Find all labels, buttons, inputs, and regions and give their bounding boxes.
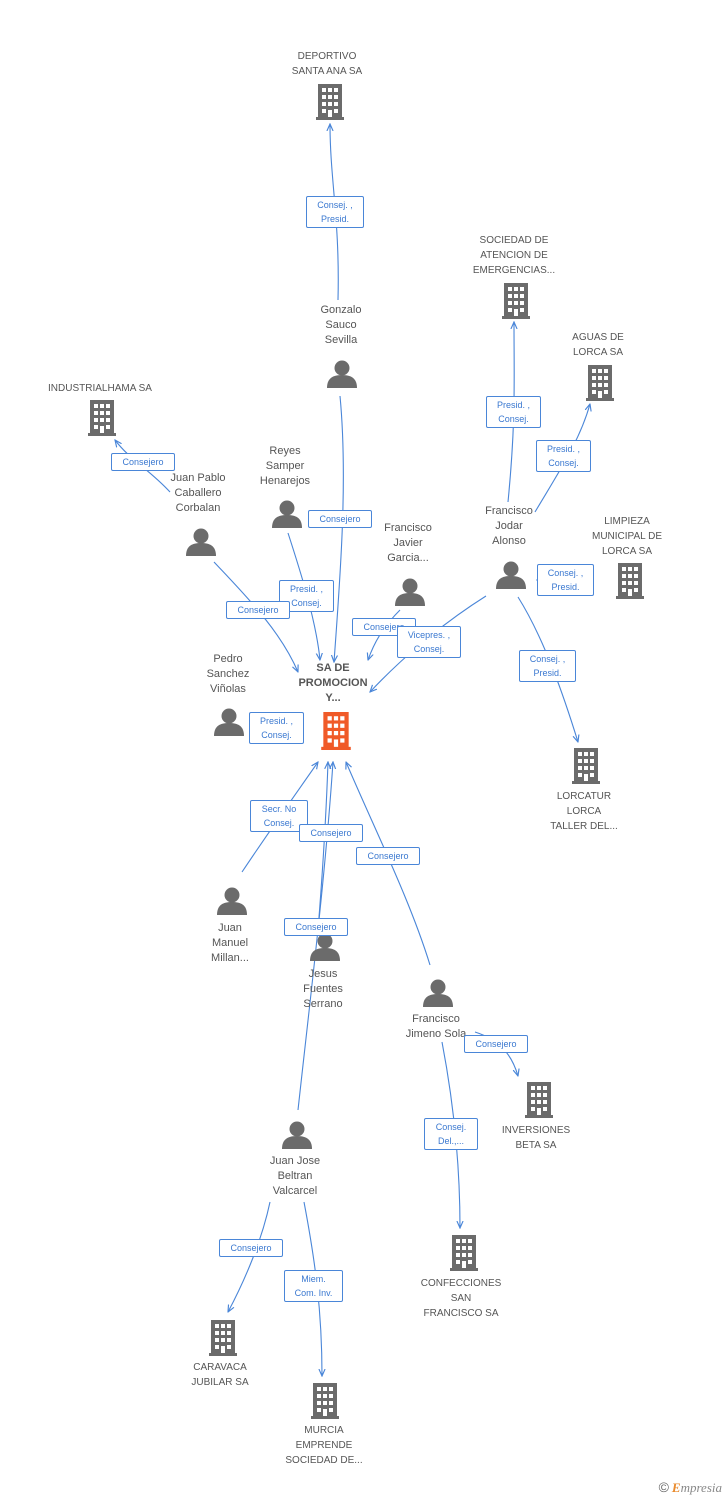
company-label: MURCIA EMPRENDE SOCIEDAD DE... [285, 1425, 363, 1466]
person-icon[interactable] [496, 561, 526, 590]
company-node-caravaca[interactable]: CARAVACA JUBILAR SA [150, 1360, 290, 1390]
building-icon[interactable] [572, 748, 600, 784]
company-node-lorcatur[interactable]: LORCATUR LORCA TALLER DEL... [514, 789, 654, 834]
person-node-pedro[interactable]: Pedro Sanchez Viñolas [158, 652, 298, 697]
company-node-confecciones[interactable]: CONFECCIONES SAN FRANCISCO SA [391, 1276, 531, 1321]
edge-label[interactable]: Consej. Del.,... [424, 1118, 478, 1150]
person-icon[interactable] [423, 979, 453, 1008]
person-label: Jesus Fuentes Serrano [303, 968, 343, 1010]
person-label: Francisco Javier Garcia... [384, 522, 432, 564]
edge-line [228, 1201, 271, 1312]
person-label: Pedro Sanchez Viñolas [206, 653, 250, 695]
center-building-icon[interactable] [321, 712, 351, 750]
company-label: CARAVACA JUBILAR SA [191, 1362, 249, 1388]
edge-label[interactable]: Presid. , Consej. [486, 396, 541, 428]
company-label: SOCIEDAD DE ATENCION DE EMERGENCIAS... [472, 235, 556, 276]
person-icon[interactable] [186, 528, 216, 557]
person-icon[interactable] [217, 887, 247, 916]
copyright-symbol: © [658, 1479, 669, 1495]
company-label: LORCATUR LORCA TALLER DEL... [550, 791, 618, 832]
brand-name: mpresia [680, 1480, 722, 1495]
person-node-franciscojimeno[interactable]: Francisco Jimeno Sola [366, 1012, 506, 1042]
company-node-murcia[interactable]: MURCIA EMPRENDE SOCIEDAD DE... [254, 1423, 394, 1468]
edge-label[interactable]: Consej. , Presid. [537, 564, 594, 596]
person-node-jesus[interactable]: Jesus Fuentes Serrano [253, 967, 393, 1012]
company-label: CONFECCIONES SAN FRANCISCO SA [420, 1278, 502, 1319]
person-label: Francisco Jimeno Sola [405, 1013, 467, 1040]
edge-label[interactable]: Consejero [308, 510, 372, 528]
company-label: AGUAS DE LORCA SA [572, 332, 624, 358]
person-node-gonzalo[interactable]: Gonzalo Sauco Sevilla [271, 303, 411, 348]
person-label: Juan Manuel Millan... [211, 922, 249, 964]
person-label: Francisco Jodar Alonso [485, 505, 533, 547]
company-node-deportivo[interactable]: DEPORTIVO SANTA ANA SA [257, 49, 397, 79]
edge-label[interactable]: Presid. , Consej. [249, 712, 304, 744]
person-node-juanmanuel[interactable]: Juan Manuel Millan... [160, 921, 300, 966]
center-company-label: SA DE PROMOCION Y... [298, 662, 368, 704]
company-label: DEPORTIVO SANTA ANA SA [291, 51, 363, 77]
company-node-limpieza[interactable]: LIMPIEZA MUNICIPAL DE LORCA SA [557, 514, 697, 559]
building-icon[interactable] [450, 1235, 478, 1271]
building-icon[interactable] [311, 1383, 339, 1419]
building-icon[interactable] [88, 400, 116, 436]
person-node-franciscojavier[interactable]: Francisco Javier Garcia... [338, 521, 478, 566]
person-icon[interactable] [310, 933, 340, 962]
person-icon[interactable] [272, 500, 302, 529]
edge-line [297, 762, 333, 1111]
person-label: Reyes Samper Henarejos [259, 445, 311, 487]
edge-label[interactable]: Consejero [219, 1239, 283, 1257]
person-node-juanjose[interactable]: Juan Jose Beltran Valcarcel [225, 1154, 365, 1199]
company-node-industrialhama[interactable]: INDUSTRIALHAMA SA [30, 381, 170, 396]
edge-label[interactable]: Consejero [464, 1035, 528, 1053]
company-node-aguas[interactable]: AGUAS DE LORCA SA [528, 330, 668, 360]
building-icon[interactable] [616, 563, 644, 599]
person-icon[interactable] [395, 578, 425, 607]
person-node-reyes[interactable]: Reyes Samper Henarejos [215, 444, 355, 489]
edge-label[interactable]: Consejero [226, 601, 290, 619]
person-icon[interactable] [327, 360, 357, 389]
edge-label[interactable]: Vicepres. , Consej. [397, 626, 461, 658]
company-node-inversiones[interactable]: INVERSIONES BETA SA [466, 1123, 606, 1153]
building-icon[interactable] [209, 1320, 237, 1356]
building-icon[interactable] [316, 84, 344, 120]
company-label: INVERSIONES BETA SA [501, 1125, 571, 1151]
building-icon[interactable] [586, 365, 614, 401]
edge-label[interactable]: Consejero [111, 453, 175, 471]
company-label: LIMPIEZA MUNICIPAL DE LORCA SA [591, 516, 662, 557]
edge-label[interactable]: Consejero [299, 824, 363, 842]
person-label: Juan Jose Beltran Valcarcel [269, 1155, 321, 1197]
edge-label[interactable]: Miem. Com. Inv. [284, 1270, 343, 1302]
person-node-juanpablo[interactable]: Juan Pablo Caballero Corbalan [128, 471, 268, 516]
empresia-logo: ©Empresia [659, 1479, 722, 1496]
brand-first-letter: E [671, 1480, 681, 1495]
company-node-sociedad[interactable]: SOCIEDAD DE ATENCION DE EMERGENCIAS... [444, 233, 584, 278]
edge-line [334, 395, 344, 662]
edge-label[interactable]: Secr. No Consej. [250, 800, 308, 832]
person-icon[interactable] [282, 1121, 312, 1150]
edge-label[interactable]: Consej. , Presid. [306, 196, 364, 228]
person-icon[interactable] [214, 708, 244, 737]
person-node-franciscojodar[interactable]: Francisco Jodar Alonso [439, 504, 579, 549]
center-company-node[interactable]: SA DE PROMOCION Y... [263, 661, 403, 706]
person-label: Gonzalo Sauco Sevilla [320, 304, 362, 346]
edge-label[interactable]: Consejero [356, 847, 420, 865]
edge-label[interactable]: Consejero [284, 918, 348, 936]
building-icon[interactable] [525, 1082, 553, 1118]
building-icon[interactable] [502, 283, 530, 319]
person-label: Juan Pablo Caballero Corbalan [170, 472, 226, 514]
edge-label[interactable]: Consej. , Presid. [519, 650, 576, 682]
company-label: INDUSTRIALHAMA SA [48, 383, 152, 394]
edge-label[interactable]: Presid. , Consej. [536, 440, 591, 472]
